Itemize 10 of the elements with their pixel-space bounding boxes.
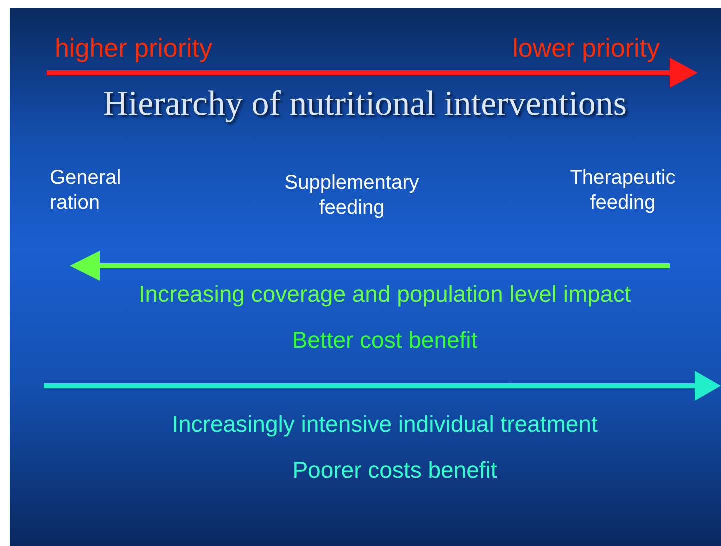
priority-label: lower priority xyxy=(512,32,660,64)
trend-label: Increasing coverage and population level impact xyxy=(138,280,632,309)
priority-label: higher priority xyxy=(55,32,214,64)
intervention-label: Supplementary feeding xyxy=(284,171,420,221)
trend-label: Better cost benefit xyxy=(291,326,479,355)
trend-label: Increasingly intensive individual treatment xyxy=(171,410,599,439)
slide-title: Hierarchy of nutritional interventions xyxy=(102,83,628,125)
trend-label: Poorer costs benefit xyxy=(292,456,498,485)
intervention-label: General ration xyxy=(50,166,122,216)
intervention-label: Therapeutic feeding xyxy=(569,166,677,216)
